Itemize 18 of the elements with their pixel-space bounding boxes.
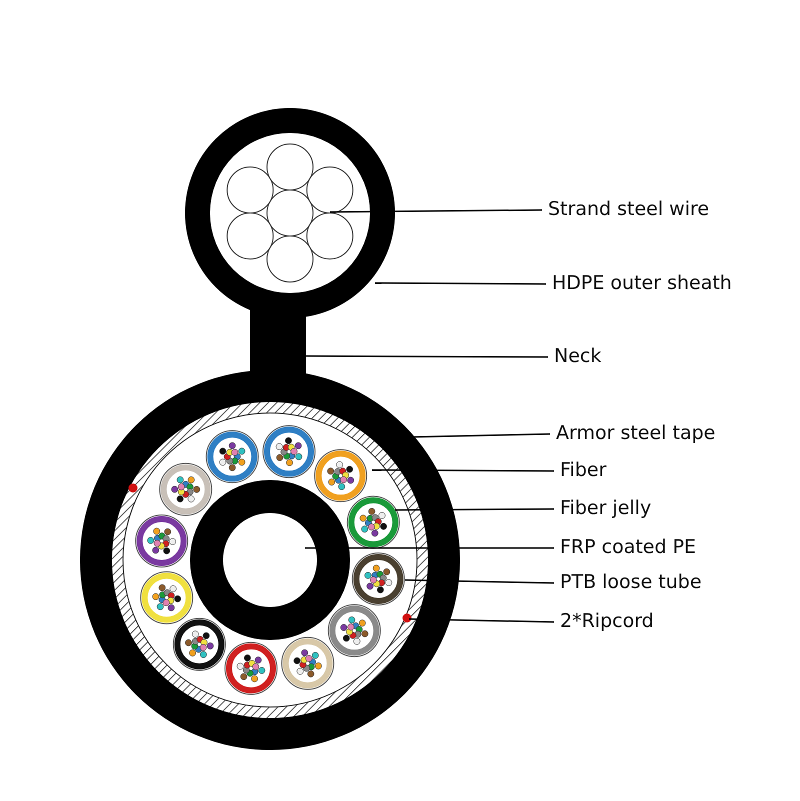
leader-line xyxy=(305,355,548,358)
part-label: Fiber xyxy=(560,459,606,481)
part-label: PTB loose tube xyxy=(560,571,702,593)
part-label: Fiber jelly xyxy=(560,497,652,519)
leader-line xyxy=(395,508,554,511)
leader-line xyxy=(372,469,554,472)
leader-line xyxy=(404,579,554,584)
part-label: FRP coated PE xyxy=(560,536,696,558)
part-label: Neck xyxy=(554,345,602,367)
leader-line xyxy=(408,618,554,623)
part-label: Armor steel tape xyxy=(556,422,716,444)
leader-line xyxy=(375,282,546,285)
leader-line xyxy=(330,209,542,213)
part-label: HDPE outer sheath xyxy=(552,272,732,294)
leader-line xyxy=(412,433,550,438)
part-label: 2*Ripcord xyxy=(560,610,654,632)
part-label: Strand steel wire xyxy=(548,198,710,220)
leader-line xyxy=(305,547,554,549)
